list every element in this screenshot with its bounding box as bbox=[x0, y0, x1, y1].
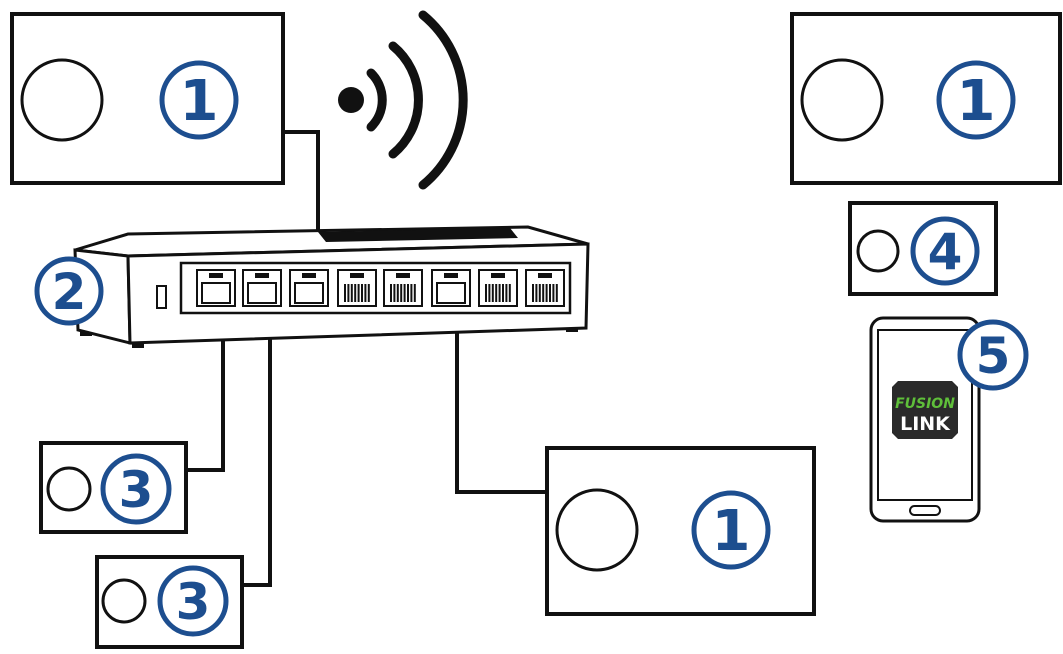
wifi-icon bbox=[338, 10, 468, 190]
cables bbox=[188, 130, 546, 587]
callout-circle bbox=[936, 60, 1016, 140]
fusion-link-logo: FUSION LINK bbox=[892, 381, 958, 439]
logo-line-2: LINK bbox=[900, 413, 951, 435]
ethernet-port-connected bbox=[289, 269, 329, 307]
callout-circle bbox=[157, 565, 229, 637]
stereo-knob-icon bbox=[20, 58, 104, 142]
callout-circle bbox=[34, 256, 104, 326]
cable-device-a bbox=[188, 302, 225, 472]
ethernet-port-connected bbox=[431, 269, 471, 307]
callout-circle bbox=[910, 216, 980, 286]
stereo-box-top-left: 1 bbox=[10, 12, 285, 185]
ethernet-port-connected bbox=[196, 269, 236, 307]
callout-number: 1 bbox=[712, 499, 751, 564]
device-box-4: 4 bbox=[848, 201, 998, 296]
device-knob-icon bbox=[856, 229, 900, 273]
cable-device-b bbox=[244, 302, 272, 587]
device-box-3b: 3 bbox=[95, 555, 244, 649]
stereo-knob-icon bbox=[800, 58, 884, 142]
cable-stereo-bottom bbox=[455, 298, 546, 494]
ethernet-ports bbox=[196, 269, 565, 307]
stereo-box-bottom: 1 bbox=[545, 446, 816, 616]
stereo-knob-icon bbox=[555, 488, 639, 572]
ethernet-port-empty bbox=[478, 269, 518, 307]
callout-number: 2 bbox=[52, 263, 87, 321]
callout-number: 1 bbox=[957, 69, 996, 134]
callout-number: 4 bbox=[928, 223, 963, 281]
device-knob-icon bbox=[101, 578, 147, 624]
logo-line-1: FUSION bbox=[895, 396, 955, 412]
callout-number: 3 bbox=[176, 573, 211, 631]
ethernet-port-connected bbox=[242, 269, 282, 307]
home-button-icon bbox=[909, 505, 941, 516]
device-knob-icon bbox=[46, 466, 92, 512]
callout-circle bbox=[159, 60, 239, 140]
power-led bbox=[156, 285, 167, 309]
ethernet-port-empty bbox=[525, 269, 565, 307]
callout-number: 1 bbox=[180, 69, 219, 134]
stereo-box-top-right: 1 bbox=[790, 12, 1062, 185]
callout-circle bbox=[957, 319, 1029, 391]
callout-circle bbox=[100, 453, 172, 525]
callout-circle bbox=[691, 490, 771, 570]
smartphone: FUSION LINK 5 bbox=[869, 316, 1029, 523]
ethernet-port-empty bbox=[337, 269, 377, 307]
ethernet-port-empty bbox=[383, 269, 423, 307]
switch-callout: 2 bbox=[34, 256, 104, 326]
callout-number: 3 bbox=[119, 461, 154, 519]
switch-vent bbox=[318, 228, 518, 242]
device-box-3a: 3 bbox=[39, 441, 188, 534]
callout-number: 5 bbox=[976, 327, 1011, 385]
